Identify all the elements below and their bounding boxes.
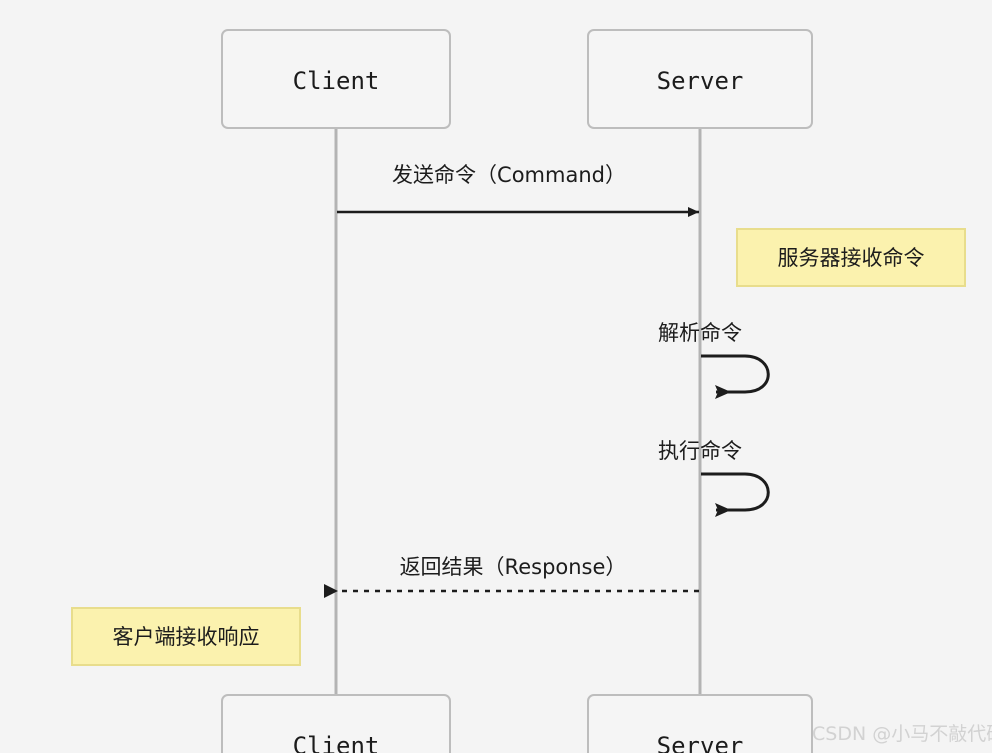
participant-server-bottom[interactable]: Server (587, 694, 813, 753)
message-send-command[interactable]: 发送命令（Command） (337, 163, 699, 217)
participant-client-bottom[interactable]: Client (221, 694, 451, 753)
participant-client-top[interactable]: Client (221, 29, 451, 129)
note-server-receives-command[interactable]: 服务器接收命令 (736, 228, 966, 287)
participant-box (587, 29, 813, 129)
participant-label: Server (657, 67, 744, 95)
note-client-receives-response[interactable]: 客户端接收响应 (71, 607, 301, 666)
participant-box (221, 29, 451, 129)
note-label: 服务器接收命令 (778, 246, 925, 270)
self-message-parse-command[interactable]: 解析命令 (658, 321, 770, 399)
watermark-text: CSDN @小马不敲代码 (812, 723, 992, 745)
self-message-label: 解析命令 (658, 321, 742, 345)
participant-label: Client (293, 67, 380, 95)
participant-label: Server (657, 732, 744, 753)
self-message-label: 执行命令 (658, 439, 742, 463)
note-box (736, 228, 966, 287)
participant-box (587, 694, 813, 753)
self-message-execute-command[interactable]: 执行命令 (658, 439, 770, 517)
note-label: 客户端接收响应 (113, 625, 260, 649)
note-box (71, 607, 301, 666)
participant-server-top[interactable]: Server (587, 29, 813, 129)
message-return-response[interactable]: 返回结果（Response） (324, 555, 699, 598)
participant-box (221, 694, 451, 753)
message-label: 返回结果（Response） (400, 555, 627, 579)
self-message-loop (701, 354, 770, 399)
message-label: 发送命令（Command） (392, 163, 626, 187)
participant-label: Client (293, 732, 380, 753)
lifelines (334, 128, 702, 697)
self-message-loop (701, 472, 770, 517)
